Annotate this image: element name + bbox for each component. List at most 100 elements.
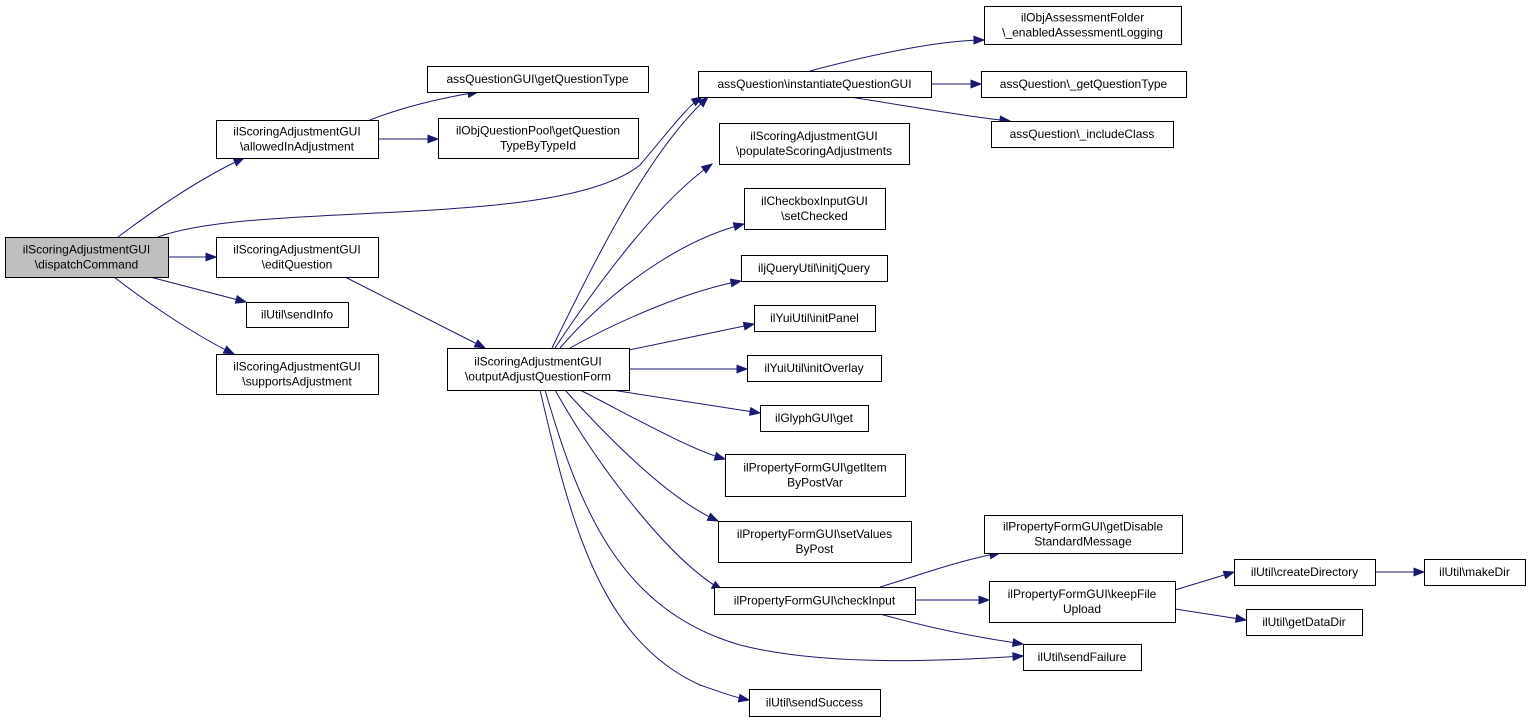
node-poolGetType-label-0: ilObjQuestionPool\getQuestion — [456, 124, 620, 138]
node-outputForm[interactable]: ilScoringAdjustmentGUI\outputAdjustQuest… — [447, 348, 630, 391]
edge-dispatch-to-supports-arrowhead — [222, 345, 236, 355]
edge-outputForm-to-setChecked — [559, 223, 745, 349]
node-editQ-box — [216, 237, 379, 278]
node-initPanel-label-0: ilYuiUtil\initPanel — [770, 311, 859, 325]
edge-keepFile-to-dataDir — [1174, 608, 1247, 621]
node-disableMsg-label-1: StandardMessage — [1034, 535, 1132, 549]
edge-outputForm-to-jquery-arrowhead — [729, 278, 743, 288]
edge-instantiate-to-enabledLog — [809, 39, 985, 72]
node-checkInput[interactable]: ilPropertyFormGUI\checkInput — [714, 587, 916, 615]
node-supports-box — [216, 354, 379, 395]
node-setChecked-label-0: ilCheckboxInputGUI — [761, 194, 868, 208]
node-assGetType-box — [427, 66, 649, 93]
node-keepFile-label-1: Upload — [1063, 602, 1101, 616]
node-getQType[interactable]: assQuestion\_getQuestionType — [981, 71, 1187, 98]
edge-outputForm-to-initPanel-arrowhead — [742, 321, 756, 331]
node-setChecked-label-1: \setChecked — [781, 209, 848, 223]
edge-instantiate-to-enabledLog-arrowhead — [973, 35, 986, 45]
edge-outputForm-to-sendSuccess — [539, 389, 750, 701]
node-populate[interactable]: ilScoringAdjustmentGUI\populateScoringAd… — [719, 123, 910, 165]
node-enabledLog-label-0: ilObjAssessmentFolder — [1021, 11, 1144, 25]
edge-keepFile-to-createDir-arrowhead — [1222, 570, 1236, 580]
node-sendSuccess-label-0: ilUtil\sendSuccess — [766, 696, 863, 710]
node-poolGetType[interactable]: ilObjQuestionPool\getQuestionTypeByTypeI… — [438, 118, 639, 159]
edge-keepFile-to-dataDir-arrowhead — [1234, 613, 1248, 623]
node-allowed-label-0: ilScoringAdjustmentGUI — [233, 125, 360, 139]
node-glyph-box — [760, 405, 869, 432]
node-instantiate[interactable]: assQuestion\instantiateQuestionGUI — [698, 71, 932, 98]
edge-outputForm-to-initOverlay-arrowhead — [736, 364, 749, 374]
node-editQ-label-0: ilScoringAdjustmentGUI — [233, 243, 360, 257]
node-dispatch[interactable]: ilScoringAdjustmentGUI\dispatchCommand — [5, 237, 169, 278]
node-keepFile-box — [989, 581, 1176, 623]
node-dataDir-box — [1246, 609, 1363, 636]
node-includeClass[interactable]: assQuestion\_includeClass — [991, 121, 1174, 148]
edge-outputForm-to-sendFailure-arrowhead — [1012, 652, 1025, 662]
edge-outputForm-to-glyph — [611, 389, 761, 414]
edge-outputForm-to-setValues-arrowhead — [706, 512, 720, 522]
edge-allowed-to-poolGetType-arrowhead — [427, 134, 440, 144]
edge-dispatch-to-allowed-arrowhead — [232, 157, 246, 167]
node-jquery-box — [741, 255, 888, 282]
node-getItem-box — [725, 454, 906, 497]
node-enabledLog-label-1: \_enabledAssessmentLogging — [1002, 26, 1163, 40]
edge-checkInput-to-keepFile-arrowhead — [978, 595, 991, 605]
node-sendInfo[interactable]: ilUtil\sendInfo — [246, 302, 349, 328]
node-poolGetType-box — [438, 118, 639, 159]
edge-checkInput-to-sendFailure-arrowhead — [1011, 638, 1025, 648]
node-populate-box — [719, 123, 910, 165]
node-supports[interactable]: ilScoringAdjustmentGUI\supportsAdjustmen… — [216, 354, 379, 395]
node-enabledLog-box — [984, 6, 1182, 45]
edge-outputForm-to-instantiate — [551, 96, 709, 349]
node-dispatch-label-1: \dispatchCommand — [35, 258, 138, 272]
node-editQ[interactable]: ilScoringAdjustmentGUI\editQuestion — [216, 237, 379, 278]
edge-outputForm-to-setChecked-arrowhead — [732, 222, 746, 232]
node-allowed[interactable]: ilScoringAdjustmentGUI\allowedInAdjustme… — [216, 120, 379, 159]
node-outputForm-label-0: ilScoringAdjustmentGUI — [474, 355, 601, 369]
node-editQ-label-1: \editQuestion — [262, 258, 333, 272]
node-setChecked[interactable]: ilCheckboxInputGUI\setChecked — [744, 188, 886, 230]
node-allowed-label-1: \allowedInAdjustment — [240, 140, 355, 154]
node-jquery[interactable]: iljQueryUtil\initjQuery — [741, 255, 888, 282]
node-instantiate-box — [698, 71, 932, 98]
node-makeDir-box — [1424, 559, 1526, 586]
node-glyph[interactable]: ilGlyphGUI\get — [760, 405, 869, 432]
node-enabledLog[interactable]: ilObjAssessmentFolder\_enabledAssessment… — [984, 6, 1182, 45]
node-initOverlay[interactable]: ilYuiUtil\initOverlay — [747, 355, 882, 382]
node-makeDir[interactable]: ilUtil\makeDir — [1424, 559, 1526, 586]
node-jquery-label-0: iljQueryUtil\initjQuery — [758, 261, 870, 275]
node-outputForm-box — [447, 348, 630, 391]
node-setChecked-box — [744, 188, 886, 230]
node-dataDir[interactable]: ilUtil\getDataDir — [1246, 609, 1363, 636]
edge-outputForm-to-instantiate-arrowhead — [697, 96, 710, 108]
edge-instantiate-to-getQType-arrowhead — [970, 79, 983, 89]
node-createDir-label-0: ilUtil\createDirectory — [1251, 565, 1358, 579]
edge-outputForm-to-initPanel — [628, 323, 755, 351]
node-initPanel-box — [754, 305, 876, 332]
edge-instantiate-to-includeClass — [849, 96, 1011, 122]
node-getItem-label-1: ByPostVar — [787, 476, 843, 490]
edge-outputForm-to-sendFailure — [544, 389, 1024, 662]
edge-allowed-to-assGetType — [369, 91, 479, 121]
node-createDir-box — [1234, 559, 1376, 586]
node-outputForm-label-1: \outputAdjustQuestionForm — [465, 370, 611, 384]
node-initPanel[interactable]: ilYuiUtil\initPanel — [754, 305, 876, 332]
node-populate-label-0: ilScoringAdjustmentGUI — [750, 129, 877, 143]
node-sendSuccess-box — [749, 689, 881, 717]
node-assGetType[interactable]: assQuestionGUI\getQuestionType — [427, 66, 649, 93]
node-disableMsg[interactable]: ilPropertyFormGUI\getDisableStandardMess… — [984, 515, 1183, 554]
node-disableMsg-box — [984, 515, 1183, 554]
node-poolGetType-label-1: TypeByTypeId — [500, 139, 576, 153]
node-createDir[interactable]: ilUtil\createDirectory — [1234, 559, 1376, 586]
edge-outputForm-to-glyph-arrowhead — [748, 406, 762, 416]
node-sendSuccess[interactable]: ilUtil\sendSuccess — [749, 689, 881, 717]
edge-outputForm-to-jquery — [569, 280, 742, 349]
node-sendFailure[interactable]: ilUtil\sendFailure — [1023, 644, 1142, 671]
edge-outputForm-to-setValues — [564, 389, 719, 522]
node-sendFailure-box — [1023, 644, 1142, 671]
edge-dispatch-to-instantiate — [157, 96, 703, 238]
